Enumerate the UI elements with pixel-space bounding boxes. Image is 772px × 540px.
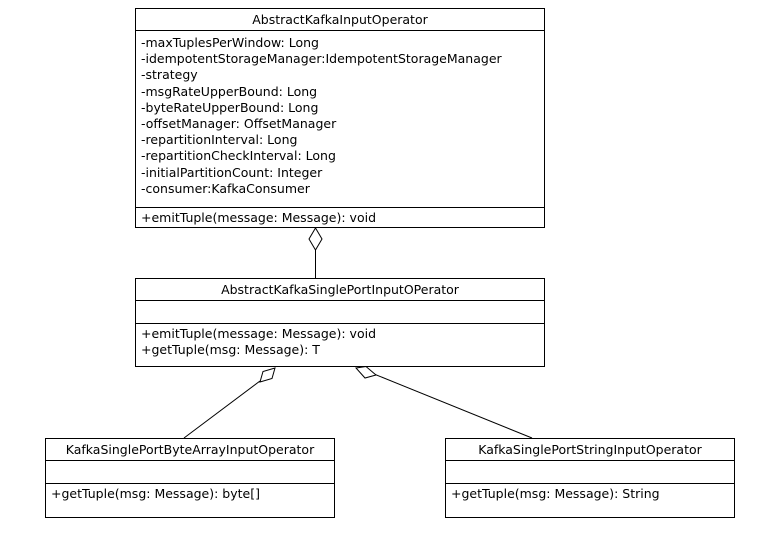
attribute: -strategy [141, 67, 198, 83]
attribute: -idempotentStorageManager:IdempotentStor… [141, 51, 502, 67]
class-name: KafkaSinglePortStringInputOperator [446, 439, 734, 461]
aggregation-diamond-abstract [308, 227, 323, 251]
attribute: -repartitionInterval: Long [141, 132, 298, 148]
operations-section: +getTuple(msg: Message): String [446, 484, 734, 502]
attribute: -offsetManager: OffsetManager [141, 116, 337, 132]
class-abstract-kafka-input-operator[interactable]: AbstractKafkaInputOperator -maxTuplesPer… [135, 8, 545, 228]
class-name: AbstractKafkaSinglePortInputOPerator [136, 279, 544, 301]
operations-section: +getTuple(msg: Message): byte[] [46, 484, 334, 502]
attribute: -initialPartitionCount: Integer [141, 164, 323, 180]
attributes-section [446, 461, 734, 484]
attribute: -byteRateUpperBound: Long [141, 99, 319, 115]
attribute: -msgRateUpperBound: Long [141, 83, 318, 99]
aggregation-diamond-string [355, 365, 378, 379]
operation: +getTuple(msg: Message): T [141, 342, 320, 358]
attribute: -repartitionCheckInterval: Long [141, 148, 336, 164]
aggregation-line-string [373, 373, 533, 439]
attributes-section [46, 461, 334, 484]
attribute: -maxTuplesPerWindow: Long [141, 35, 319, 50]
class-kafka-single-port-string-input-operator[interactable]: KafkaSinglePortStringInputOperator +getT… [445, 438, 735, 518]
class-name: AbstractKafkaInputOperator [136, 9, 544, 31]
class-kafka-single-port-byte-array-input-operator[interactable]: KafkaSinglePortByteArrayInputOperator +g… [45, 438, 335, 518]
operation: +getTuple(msg: Message): byte[] [51, 486, 260, 501]
attribute: -consumer:KafkaConsumer [141, 180, 310, 196]
class-name: KafkaSinglePortByteArrayInputOperator [46, 439, 334, 461]
aggregation-diamond-byte-array [259, 367, 276, 383]
operations-section: +emitTuple(message: Message): void [136, 208, 544, 226]
operations-section: +emitTuple(message: Message): void +getT… [136, 324, 544, 358]
operation: +emitTuple(message: Message): void [141, 326, 377, 341]
aggregation-line-byte-array [183, 380, 261, 439]
attributes-section: -maxTuplesPerWindow: Long -idempotentSto… [136, 31, 544, 208]
class-abstract-kafka-single-port-input-operator[interactable]: AbstractKafkaSinglePortInputOPerator +em… [135, 278, 545, 367]
operation: +getTuple(msg: Message): String [451, 486, 660, 501]
operation: +emitTuple(message: Message): void [141, 210, 377, 225]
attributes-section [136, 301, 544, 324]
